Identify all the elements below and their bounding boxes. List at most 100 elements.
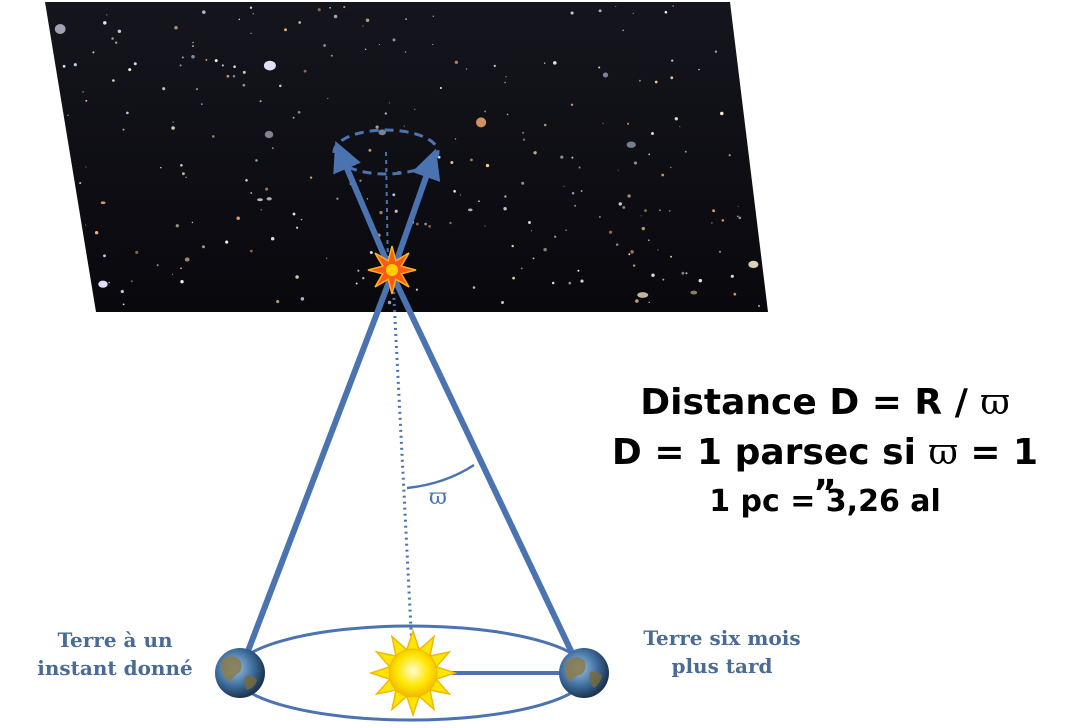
star-dot [685, 272, 688, 275]
star-dot [632, 12, 634, 14]
star-dot [179, 64, 182, 67]
star-dot [284, 28, 287, 32]
star-dot [175, 224, 179, 228]
star-dot [674, 117, 678, 121]
star-dot [115, 41, 118, 44]
star-dot [242, 70, 246, 74]
galaxy [257, 198, 263, 202]
star-dot [365, 18, 370, 23]
galaxy [266, 197, 272, 201]
star-dot [500, 300, 505, 305]
star-dot [644, 209, 647, 212]
star-dot [670, 255, 673, 258]
star-dot [236, 216, 240, 220]
star-dot [245, 178, 248, 182]
star-dot [195, 87, 199, 91]
star-dot [303, 69, 307, 73]
star-dot [712, 209, 716, 213]
star-dot [249, 6, 253, 9]
angle-symbol-label: ϖ [429, 485, 447, 510]
deep-sky-image [45, 2, 768, 312]
star-dot [135, 250, 139, 254]
star-dot [171, 126, 175, 130]
star-dot [362, 277, 365, 280]
star-dot [111, 37, 114, 40]
star-dot [737, 215, 739, 218]
star-dot [191, 221, 194, 224]
galaxy [98, 280, 108, 288]
star-dot [85, 99, 88, 102]
star-dot [659, 209, 661, 212]
star-dot [323, 44, 326, 47]
galaxy [690, 290, 698, 295]
star-dot [117, 29, 122, 34]
star-dot [553, 61, 557, 65]
star-dot [721, 219, 725, 222]
star-dot [233, 65, 236, 68]
formula-parsec-text: D = 1 parsec si [611, 432, 929, 473]
star-dot [249, 249, 253, 253]
star-dot [598, 66, 601, 69]
earth-left-label-line2: instant donné [37, 656, 193, 680]
star-dot [622, 29, 625, 32]
star-dot [336, 197, 339, 201]
star-dot [580, 190, 583, 192]
star-dot [414, 108, 416, 110]
galaxy [748, 260, 759, 268]
star-dot [325, 257, 328, 259]
star-dot [192, 45, 194, 47]
formula-parsec: D = 1 parsec si ϖ = 1 ” [600, 432, 1050, 514]
galaxy [378, 129, 386, 136]
star-dot [622, 205, 626, 209]
star-dot [214, 59, 218, 63]
star-dot [355, 282, 358, 285]
star-dot [106, 14, 108, 16]
star-dot [108, 281, 110, 284]
star-dot [470, 158, 473, 162]
star-dot [506, 113, 509, 116]
distance-1ua-label: 1 UA [462, 642, 516, 666]
star-dot [238, 18, 241, 21]
galaxy [100, 201, 106, 204]
star-dot [672, 5, 674, 7]
galaxy [602, 72, 609, 78]
star-dot [415, 288, 418, 291]
projection-arrow-left [333, 140, 395, 276]
star-dot [250, 32, 252, 34]
star-dot [698, 278, 703, 283]
star-dot [504, 195, 507, 198]
star-dot [174, 26, 178, 30]
star-dot [531, 230, 532, 232]
star-dot [664, 10, 668, 14]
star-dot [122, 128, 125, 131]
star-dot [79, 182, 82, 185]
star-sun-dotted-line [391, 279, 415, 669]
star-dot [627, 194, 631, 198]
star-dot [512, 276, 515, 280]
earth-left-label-line1: Terre à un [57, 628, 173, 652]
star-dot [647, 239, 650, 242]
star-dot [615, 243, 619, 246]
star-dot [648, 153, 651, 156]
star-dot [543, 247, 547, 252]
star-dot [252, 13, 255, 15]
star-dot [343, 5, 346, 9]
star-dot [276, 300, 280, 304]
star-dot [511, 244, 514, 248]
star-dot [432, 43, 434, 45]
star-dot [544, 62, 546, 64]
star-dot [454, 60, 459, 64]
star-dot [570, 103, 574, 107]
star-dot [300, 297, 305, 301]
star-dot [265, 187, 269, 191]
star-dot [271, 147, 274, 149]
star-dot [684, 150, 687, 153]
star-dot [357, 269, 360, 272]
star-dot [192, 41, 194, 44]
star-dot [608, 230, 613, 234]
star-dot [255, 159, 258, 162]
star-dot [378, 44, 380, 46]
star-dot [428, 225, 431, 228]
star-dot [632, 264, 636, 267]
